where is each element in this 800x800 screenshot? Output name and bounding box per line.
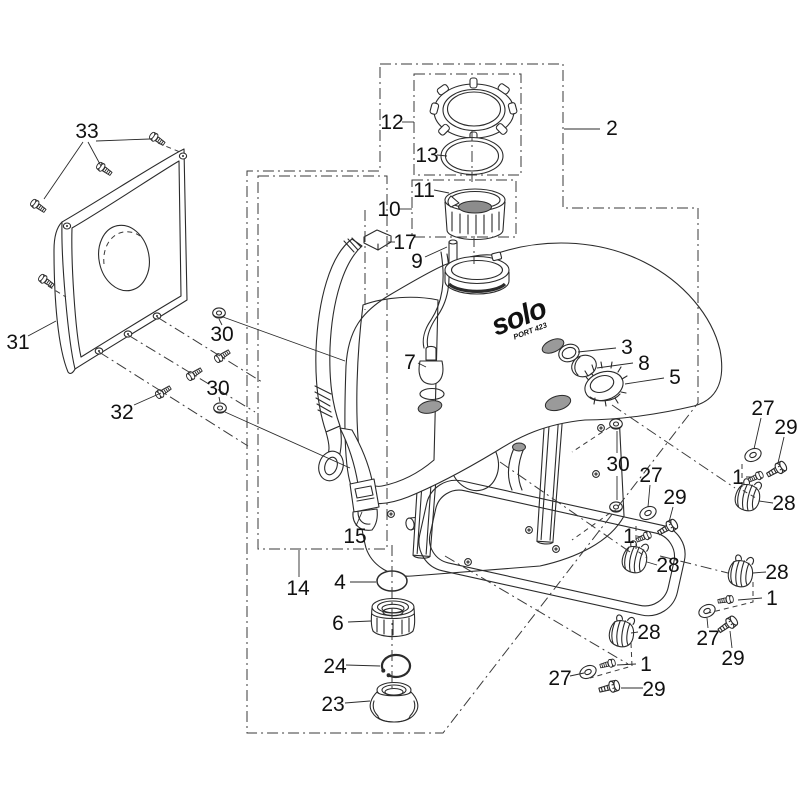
tank-lug — [417, 400, 443, 414]
callout-part-28: 28 — [772, 492, 795, 515]
group-box-14 — [257, 175, 388, 550]
callout-part-15: 15 — [343, 525, 366, 548]
rubber-boot-23 — [369, 681, 419, 723]
strap-hatch — [314, 385, 333, 418]
callout-part-28: 28 — [765, 561, 788, 584]
strainer-basket-11 — [444, 188, 506, 241]
filler-cap-12 — [429, 77, 518, 144]
ring-nut-5 — [584, 361, 628, 407]
loop-connector-tube — [507, 447, 525, 491]
circlip-24 — [380, 653, 412, 679]
callout-part-29: 29 — [774, 416, 797, 439]
callout-labels: 3331323030121311101792385730272912827291… — [6, 111, 797, 716]
callout-part-29: 29 — [642, 678, 665, 701]
callout-part-30: 30 — [210, 323, 233, 346]
tank-cutaway-panel — [356, 296, 439, 487]
callout-part-27: 27 — [639, 464, 662, 487]
strap-end-loop — [318, 450, 344, 482]
plate-screw-holes — [62, 152, 188, 355]
callout-part-29: 29 — [721, 647, 744, 670]
callout-part-33: 33 — [75, 120, 98, 143]
callout-part-31: 31 — [6, 331, 29, 354]
leader-lines — [27, 121, 785, 704]
tank-lug — [544, 394, 572, 412]
callout-part-14: 14 — [286, 577, 310, 600]
tank-neck-9 — [444, 239, 510, 295]
callout-part-27: 27 — [548, 667, 571, 690]
tank-lug — [541, 338, 565, 354]
o-ring-3 — [558, 343, 580, 363]
callout-part-30: 30 — [606, 453, 629, 476]
group-box-10 — [411, 179, 517, 238]
chain-leaders — [47, 142, 757, 679]
callout-part-13: 13 — [415, 144, 438, 167]
callout-part-30: 30 — [206, 377, 229, 400]
callout-part-1: 1 — [766, 587, 778, 610]
callout-part-8: 8 — [638, 352, 650, 375]
strap-clip-17 — [363, 229, 392, 251]
strap-stripes — [343, 237, 362, 253]
callout-part-6: 6 — [332, 612, 344, 635]
cap-lugs — [429, 77, 518, 144]
callout-part-1: 1 — [623, 525, 635, 548]
center-lines — [364, 130, 475, 688]
callout-part-9: 9 — [411, 250, 423, 273]
callout-part-5: 5 — [669, 366, 681, 389]
loop-joint — [512, 442, 526, 452]
callout-part-29: 29 — [663, 486, 686, 509]
group-boxes — [246, 63, 699, 734]
back-plate-31 — [53, 148, 188, 374]
callout-part-28: 28 — [637, 621, 660, 644]
callout-part-1: 1 — [732, 466, 744, 489]
group-box-12 — [413, 73, 522, 176]
callout-part-23: 23 — [321, 693, 344, 716]
shoulder-strap-15 — [314, 237, 380, 531]
foot-set-bottom — [577, 613, 638, 697]
callout-part-32: 32 — [110, 401, 133, 424]
callout-part-10: 10 — [377, 198, 400, 221]
callout-part-7: 7 — [404, 351, 416, 374]
callout-part-27: 27 — [696, 627, 719, 650]
group-box-2 — [246, 63, 699, 734]
callout-part-24: 24 — [323, 655, 347, 678]
callout-part-3: 3 — [621, 336, 633, 359]
callout-part-1: 1 — [640, 653, 652, 676]
callout-part-17: 17 — [393, 231, 416, 254]
callout-part-27: 27 — [751, 397, 774, 420]
plate-hole — [98, 224, 150, 292]
callout-part-28: 28 — [656, 554, 679, 577]
strap-buckle — [349, 478, 380, 531]
callout-part-4: 4 — [334, 571, 346, 594]
callout-part-12: 12 — [380, 111, 403, 134]
callout-part-11: 11 — [413, 179, 435, 202]
tank-body: solo PORT 423 — [344, 242, 723, 505]
collar-nut-6 — [370, 597, 416, 638]
foot-set-right — [696, 553, 757, 637]
callout-part-2: 2 — [606, 117, 618, 140]
base-frame-loop — [418, 442, 686, 617]
